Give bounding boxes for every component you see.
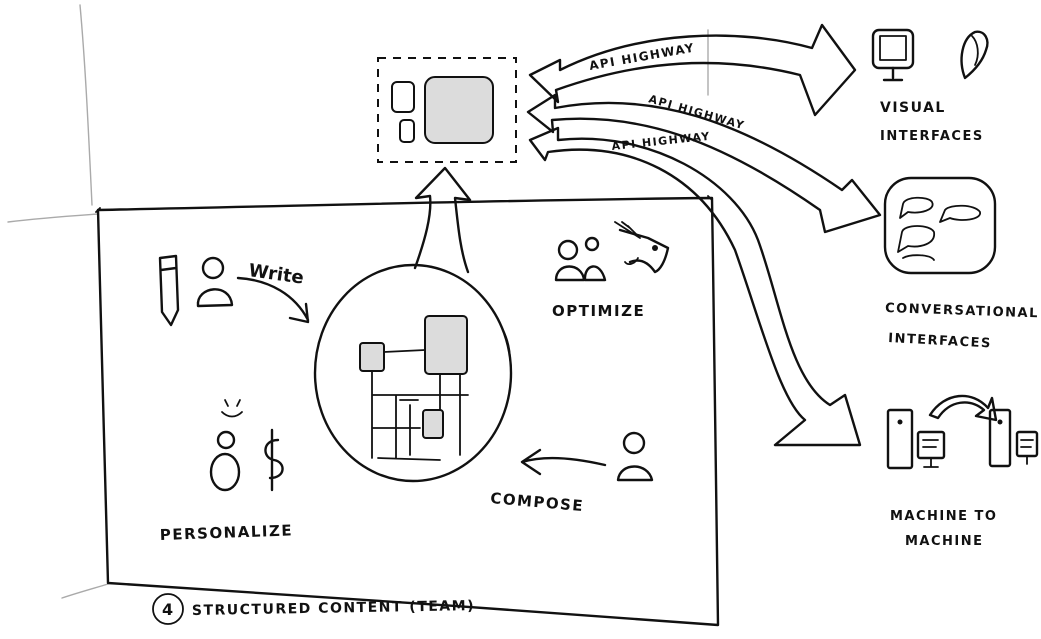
visual-interfaces-group: VISUAL INTERFACES — [871, 28, 989, 144]
monitor-icon — [871, 28, 915, 82]
composer-person-icon — [616, 431, 654, 482]
compose-arrow — [520, 448, 607, 476]
highway-label-2: API HIGHWAY — [647, 92, 746, 132]
personalize-group: PERSONALIZE — [160, 399, 294, 544]
writer-person-icon — [196, 256, 234, 308]
compose-group: COMPOSE — [490, 431, 654, 515]
headset-icon — [960, 30, 989, 80]
dollar-icon — [264, 428, 284, 492]
optimize-group: OPTIMIZE — [552, 221, 670, 320]
unicorn-icon — [614, 221, 670, 274]
conversational-label-line2: INTERFACES — [888, 331, 992, 351]
machine-label-line2: MACHINE — [905, 534, 984, 549]
footer-caption: 4 STRUCTURED CONTENT (TEAM) — [152, 593, 475, 625]
compose-label: COMPOSE — [490, 489, 585, 515]
optimize-label: OPTIMIZE — [552, 302, 645, 320]
content-hub-window — [377, 57, 517, 163]
publish-arrow — [413, 166, 472, 274]
visual-label-line2: INTERFACES — [880, 129, 984, 144]
server-icon — [886, 408, 1012, 470]
team-people-icon — [554, 236, 607, 282]
computer-icon — [916, 430, 1039, 468]
conversational-interfaces-group: CONVERSATIONAL INTERFACES — [883, 176, 1039, 351]
happy-face-icon — [221, 399, 243, 418]
footer-label: STRUCTURED CONTENT (TEAM) — [192, 598, 475, 619]
conversational-label-line1: CONVERSATIONAL — [885, 301, 1039, 321]
write-label: Write — [247, 260, 305, 289]
visual-label-line1: VISUAL — [880, 100, 946, 116]
write-group: Write — [158, 254, 310, 327]
pencil-icon — [158, 254, 180, 327]
exchange-arrow-icon — [928, 394, 998, 422]
machine-label-line1: MACHINE TO — [890, 509, 997, 524]
team-board — [95, 195, 720, 627]
write-arrow — [236, 276, 310, 324]
api-highway-arrows — [526, 23, 882, 447]
customer-person-icon — [209, 430, 241, 492]
content-model-circle — [313, 263, 513, 483]
highway-label-3: API HIGHWAY — [611, 130, 711, 153]
chat-bubbles-icon — [883, 176, 997, 275]
personalize-label: PERSONALIZE — [160, 521, 294, 544]
footer-number: 4 — [162, 600, 173, 619]
machine-to-machine-group: MACHINE TO MACHINE — [886, 394, 1039, 549]
